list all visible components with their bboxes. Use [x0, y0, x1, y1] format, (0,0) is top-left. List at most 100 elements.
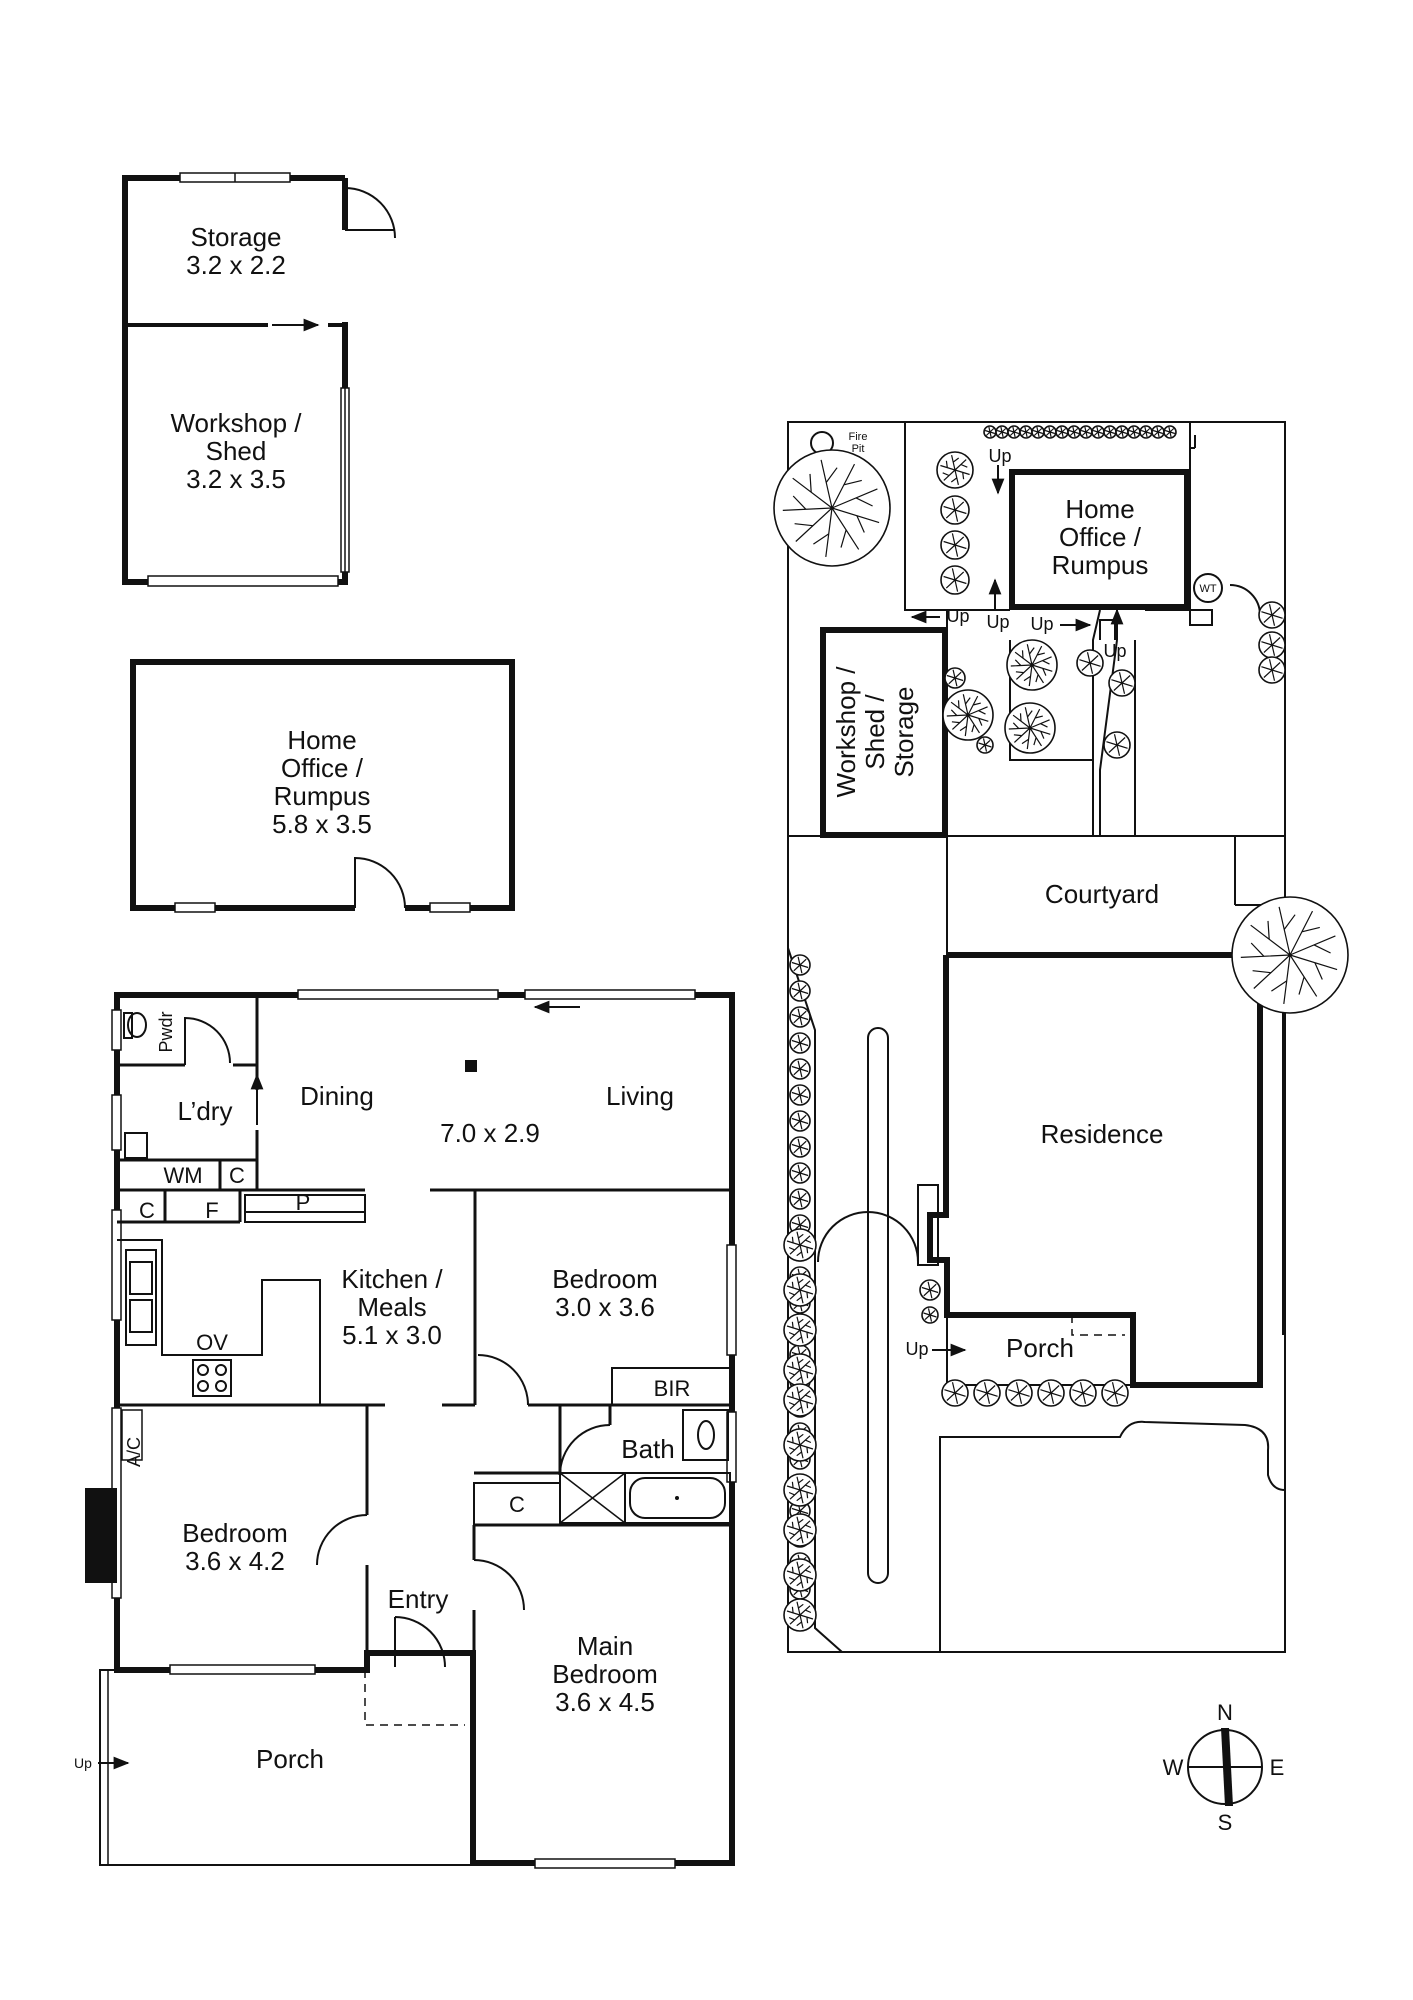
tree-icon — [1004, 702, 1056, 754]
tree-icon — [1103, 425, 1117, 439]
tree-icon — [1115, 425, 1129, 439]
tree-icon — [983, 425, 997, 439]
main-bedroom-label-2: Bedroom — [552, 1659, 658, 1689]
pantry-label: P — [296, 1190, 311, 1215]
fire-pit-1: Fire — [849, 431, 868, 443]
tree-icon — [940, 495, 970, 525]
tree-icon — [783, 1313, 817, 1347]
bedroom3-dims: 3.6 x 4.2 — [185, 1546, 285, 1576]
site-workshop-1: Workshop / — [831, 666, 861, 798]
tree-icon — [1258, 631, 1286, 659]
home-office-label-1: Home — [287, 725, 356, 755]
site-workshop-3: Storage — [889, 686, 919, 777]
kitchen-dims: 5.1 x 3.0 — [342, 1320, 442, 1350]
storage-workshop-plan: Storage 3.2 x 2.2 Workshop / Shed 3.2 x … — [122, 172, 396, 587]
tree-icon — [789, 1188, 811, 1210]
tree-icon — [1079, 425, 1093, 439]
bath-label: Bath — [621, 1434, 675, 1464]
bedroom2-dims: 3.0 x 3.6 — [555, 1292, 655, 1322]
tree-icon — [783, 1428, 817, 1462]
tree-icon — [789, 954, 811, 976]
site-home-office-1: Home — [1065, 494, 1134, 524]
tree-icon — [789, 1136, 811, 1158]
tree-icon — [1007, 425, 1021, 439]
fire-pit-2: Pit — [852, 443, 865, 455]
tree-icon — [1076, 649, 1104, 677]
entry-label: Entry — [388, 1584, 449, 1614]
tree-icon — [773, 449, 891, 567]
tree-icon — [1031, 425, 1045, 439]
tree-icon — [1151, 425, 1165, 439]
tree-icon — [783, 1558, 817, 1592]
compass-e: E — [1270, 1755, 1285, 1780]
tree-icon — [1163, 425, 1177, 439]
tree-icon — [1108, 669, 1136, 697]
ac-label: A/C — [124, 1437, 144, 1467]
tree-icon — [1258, 656, 1286, 684]
compass-w: W — [1163, 1755, 1184, 1780]
tree-icon — [1043, 425, 1057, 439]
home-office-label-2: Office / — [281, 753, 364, 783]
tree-icon — [942, 689, 994, 741]
oven-label: OV — [196, 1330, 228, 1355]
tree-icon — [789, 1084, 811, 1106]
kitchen-label-2: Meals — [357, 1292, 426, 1322]
site-home-office-2: Office / — [1059, 522, 1142, 552]
tree-icon — [921, 1306, 939, 1324]
tree-icon — [789, 980, 811, 1002]
bir-label: BIR — [654, 1376, 691, 1401]
tree-icon — [973, 1379, 1001, 1407]
tree-icon — [1231, 896, 1349, 1014]
site-up-3: Up — [986, 612, 1009, 632]
site-up-1: Up — [988, 446, 1011, 466]
tree-icon — [1067, 425, 1081, 439]
tree-icon — [783, 1513, 817, 1547]
compass-n: N — [1217, 1700, 1233, 1725]
tree-icon — [1139, 425, 1153, 439]
tree-icon — [783, 1473, 817, 1507]
workshop-label-1: Workshop / — [170, 408, 302, 438]
tree-icon — [1055, 425, 1069, 439]
wt-label: WT — [1199, 583, 1216, 595]
courtyard-label: Courtyard — [1045, 879, 1159, 909]
tree-icon — [1069, 1379, 1097, 1407]
main-bedroom-label-1: Main — [577, 1631, 633, 1661]
fridge-label: F — [205, 1198, 218, 1223]
main-bedroom-dims: 3.6 x 4.5 — [555, 1687, 655, 1717]
home-office-label-3: Rumpus — [274, 781, 371, 811]
pwdr-label: Pwdr — [156, 1011, 176, 1052]
tree-icon — [783, 1353, 817, 1387]
compass-s: S — [1218, 1810, 1233, 1835]
tree-icon — [789, 1162, 811, 1184]
bedroom3-label: Bedroom — [182, 1518, 288, 1548]
tree-icon — [1019, 425, 1033, 439]
compass: N E S W — [1163, 1700, 1285, 1835]
tree-icon — [789, 1006, 811, 1028]
bedroom2-label: Bedroom — [552, 1264, 658, 1294]
up-label: Up — [74, 1755, 92, 1771]
site-up-4: Up — [1030, 614, 1053, 634]
cupboard-label-3: C — [509, 1492, 525, 1517]
wm-label: WM — [163, 1163, 202, 1188]
storage-dims: 3.2 x 2.2 — [186, 250, 286, 280]
site-home-office-3: Rumpus — [1052, 550, 1149, 580]
dining-label: Dining — [300, 1081, 374, 1111]
tree-icon — [976, 736, 994, 754]
workshop-dims: 3.2 x 3.5 — [186, 464, 286, 494]
tree-icon — [783, 1273, 817, 1307]
cupboard-label: C — [229, 1163, 245, 1188]
tree-icon — [1258, 601, 1286, 629]
tree-icon — [783, 1598, 817, 1632]
porch-label: Porch — [256, 1744, 324, 1774]
site-up-6: Up — [905, 1339, 928, 1359]
tree-icon — [1006, 639, 1058, 691]
tree-icon — [789, 1032, 811, 1054]
house-plan: Pwdr L’dry WM C C F P OV Dining Living 7… — [74, 989, 737, 1869]
tree-icon — [940, 530, 970, 560]
living-dims: 7.0 x 2.9 — [440, 1118, 540, 1148]
cupboard-label-2: C — [139, 1198, 155, 1223]
home-office-plan: Home Office / Rumpus 5.8 x 3.5 — [130, 659, 515, 913]
tree-icon — [1037, 1379, 1065, 1407]
storage-label: Storage — [190, 222, 281, 252]
